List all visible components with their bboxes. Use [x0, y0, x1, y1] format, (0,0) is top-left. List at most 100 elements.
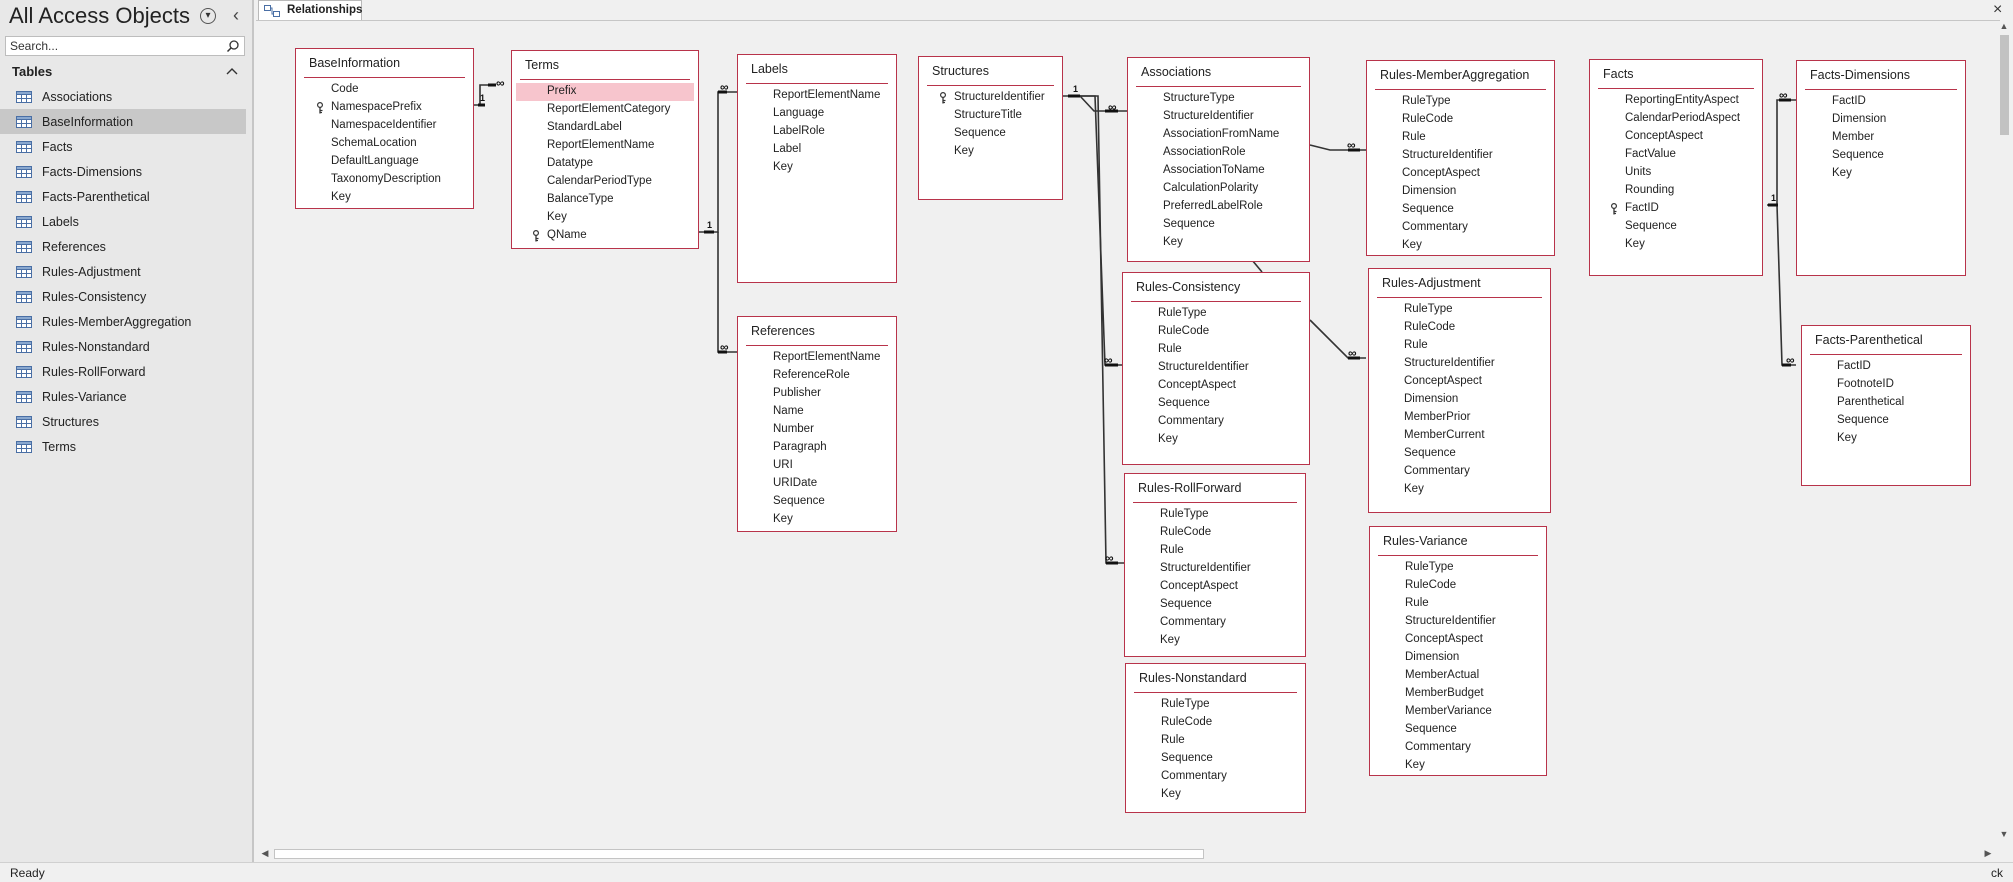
nav-item-facts-parenthetical[interactable]: Facts-Parenthetical [0, 184, 246, 209]
scroll-up-icon[interactable]: ▲ [1999, 21, 2009, 31]
field-row[interactable]: Key [1126, 786, 1305, 804]
field-row[interactable]: FactID [1797, 93, 1965, 111]
field-row[interactable]: Rule [1370, 595, 1546, 613]
table-title[interactable]: Rules-Consistency [1136, 280, 1241, 294]
field-row[interactable]: RuleCode [1370, 577, 1546, 595]
field-row[interactable]: Key [1370, 757, 1546, 775]
field-row[interactable]: StandardLabel [512, 119, 698, 137]
collapse-pane-button[interactable]: ‹ [233, 5, 239, 25]
horizontal-scrollbar[interactable]: ◀ ▶ [258, 845, 1996, 862]
field-row[interactable]: Dimension [1370, 649, 1546, 667]
field-row[interactable]: RuleType [1125, 506, 1305, 524]
table-title[interactable]: References [751, 324, 815, 338]
close-icon[interactable]: × [1993, 1, 2003, 18]
field-row[interactable]: ReferenceRole [738, 367, 896, 385]
field-row[interactable]: FactID [1802, 358, 1970, 376]
field-row[interactable]: LabelRole [738, 123, 896, 141]
field-row[interactable]: Sequence [1369, 445, 1550, 463]
search-box[interactable] [5, 36, 245, 56]
field-row[interactable]: Key [738, 511, 896, 529]
field-row[interactable]: Sequence [738, 493, 896, 511]
field-row[interactable]: SchemaLocation [296, 135, 473, 153]
field-row[interactable]: ConceptAspect [1369, 373, 1550, 391]
field-row[interactable]: QName [512, 227, 698, 245]
field-row[interactable]: Sequence [1123, 395, 1309, 413]
field-row[interactable]: NamespacePrefix [296, 99, 473, 117]
scroll-left-icon[interactable]: ◀ [261, 848, 269, 858]
field-row[interactable]: Key [296, 189, 473, 207]
field-row[interactable]: MemberCurrent [1369, 427, 1550, 445]
field-row[interactable]: FootnoteID [1802, 376, 1970, 394]
field-row[interactable]: RuleType [1367, 93, 1554, 111]
field-row[interactable]: TaxonomyDescription [296, 171, 473, 189]
table-title[interactable]: Rules-Variance [1383, 534, 1468, 548]
vertical-scrollbar[interactable]: ▲ ▼ [1996, 21, 2013, 845]
field-row[interactable]: ConceptAspect [1125, 578, 1305, 596]
field-row[interactable]: ReportElementName [512, 137, 698, 155]
field-row[interactable]: Key [919, 143, 1062, 161]
field-row[interactable]: StructureIdentifier [1128, 108, 1309, 126]
field-row[interactable]: StructureIdentifier [919, 89, 1062, 107]
field-row[interactable]: Language [738, 105, 896, 123]
table-title[interactable]: Structures [932, 64, 989, 78]
field-row[interactable]: Number [738, 421, 896, 439]
field-row[interactable]: MemberBudget [1370, 685, 1546, 703]
nav-item-rules-nonstandard[interactable]: Rules-Nonstandard [0, 334, 246, 359]
field-row[interactable]: Commentary [1370, 739, 1546, 757]
field-row[interactable]: Paragraph [738, 439, 896, 457]
field-row[interactable]: RuleCode [1369, 319, 1550, 337]
table-title[interactable]: Rules-Adjustment [1382, 276, 1481, 290]
search-icon[interactable] [226, 39, 240, 53]
nav-item-rules-memberaggregation[interactable]: Rules-MemberAggregation [0, 309, 246, 334]
field-row[interactable]: ConceptAspect [1590, 128, 1762, 146]
field-row[interactable]: NamespaceIdentifier [296, 117, 473, 135]
field-row[interactable]: Sequence [1125, 596, 1305, 614]
field-row[interactable]: Datatype [512, 155, 698, 173]
tab-relationships[interactable]: Relationships [258, 0, 362, 21]
field-row[interactable]: Units [1590, 164, 1762, 182]
chevron-up-icon[interactable] [226, 66, 238, 76]
field-row[interactable]: RuleType [1123, 305, 1309, 323]
field-row[interactable]: URI [738, 457, 896, 475]
field-row[interactable]: Commentary [1369, 463, 1550, 481]
table-title[interactable]: Rules-Nonstandard [1139, 671, 1247, 685]
field-row[interactable]: BalanceType [512, 191, 698, 209]
field-row[interactable]: RuleType [1126, 696, 1305, 714]
field-row[interactable]: Commentary [1367, 219, 1554, 237]
field-row[interactable]: FactID [1590, 200, 1762, 218]
field-row[interactable]: ReportElementName [738, 349, 896, 367]
nav-item-rules-consistency[interactable]: Rules-Consistency [0, 284, 246, 309]
field-row[interactable]: Dimension [1367, 183, 1554, 201]
field-row[interactable]: Code [296, 81, 473, 99]
field-row[interactable]: Commentary [1125, 614, 1305, 632]
field-row[interactable]: Sequence [1370, 721, 1546, 739]
table-title[interactable]: BaseInformation [309, 56, 401, 70]
field-row[interactable]: FactValue [1590, 146, 1762, 164]
field-row[interactable]: Key [1128, 234, 1309, 252]
field-row[interactable]: Sequence [1126, 750, 1305, 768]
field-row[interactable]: Rounding [1590, 182, 1762, 200]
field-row[interactable]: Dimension [1797, 111, 1965, 129]
nav-item-baseinformation[interactable]: BaseInformation [0, 109, 246, 134]
field-row[interactable]: RuleCode [1123, 323, 1309, 341]
search-input[interactable] [10, 38, 220, 54]
field-row[interactable]: RuleCode [1126, 714, 1305, 732]
field-row[interactable]: StructureIdentifier [1367, 147, 1554, 165]
field-row[interactable]: PreferredLabelRole [1128, 198, 1309, 216]
nav-item-facts[interactable]: Facts [0, 134, 246, 159]
field-row[interactable]: URIDate [738, 475, 896, 493]
field-row[interactable]: Commentary [1126, 768, 1305, 786]
field-row[interactable]: Sequence [1797, 147, 1965, 165]
field-row[interactable]: ConceptAspect [1123, 377, 1309, 395]
field-row[interactable]: StructureIdentifier [1125, 560, 1305, 578]
field-row[interactable]: Key [1369, 481, 1550, 499]
field-row[interactable]: Rule [1367, 129, 1554, 147]
nav-item-rules-rollforward[interactable]: Rules-RollForward [0, 359, 246, 384]
vertical-scroll-thumb[interactable] [2000, 35, 2009, 135]
